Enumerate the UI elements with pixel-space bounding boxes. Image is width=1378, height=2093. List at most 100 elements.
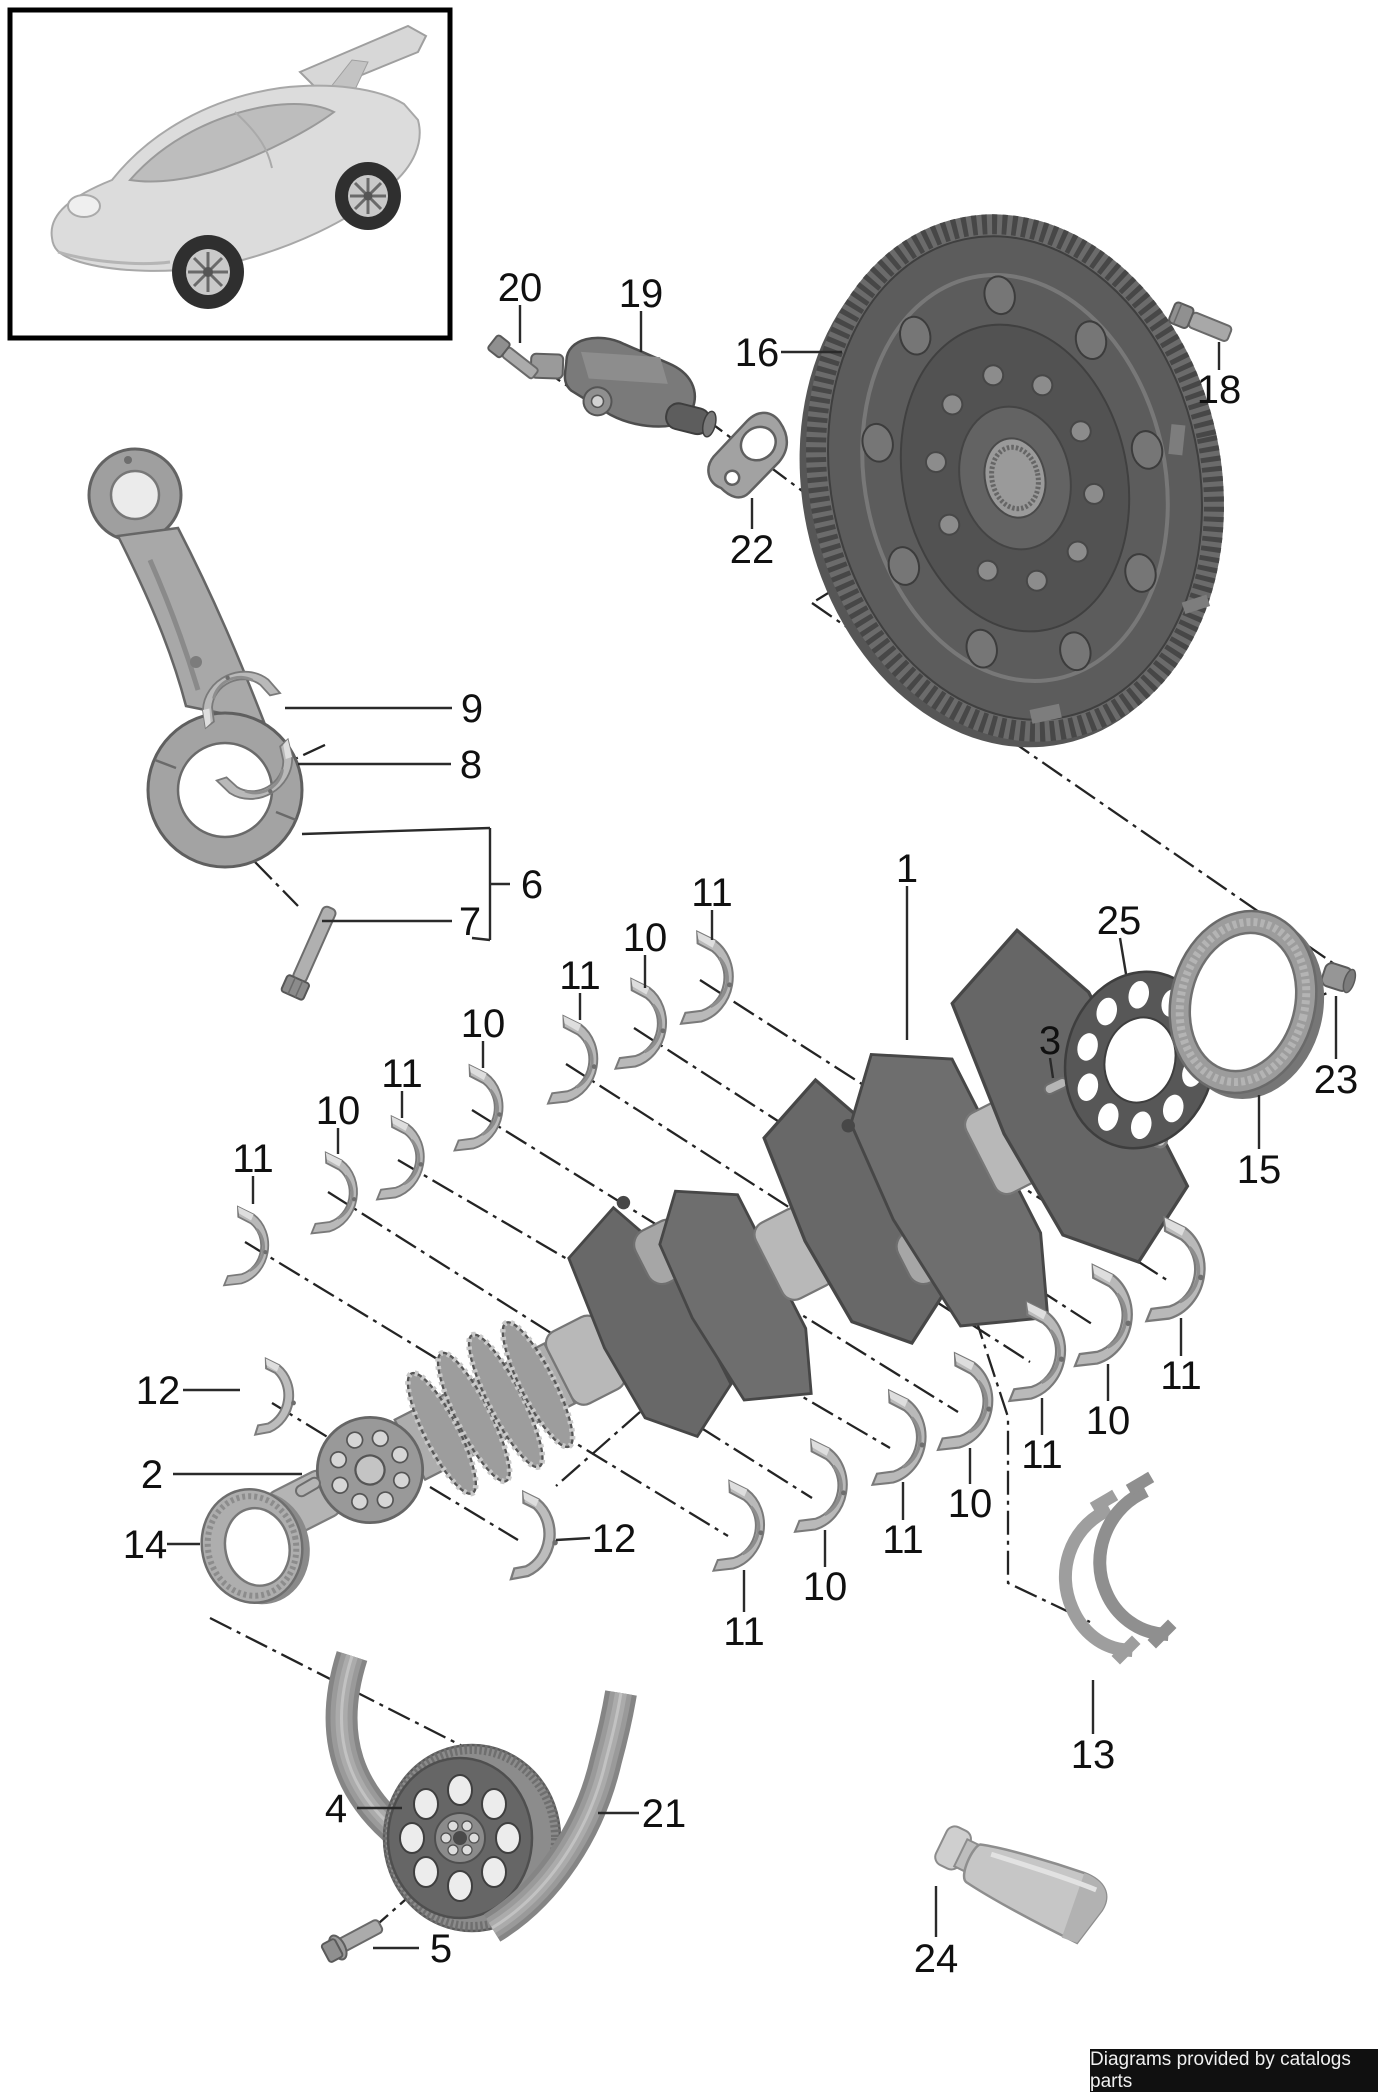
pulley-bolt <box>320 1919 384 1963</box>
callout-11: 11 <box>1021 1398 1063 1477</box>
main-bearing-shell <box>452 1063 511 1160</box>
part-number: 10 <box>316 1089 361 1133</box>
main-bearing-shell <box>936 1351 1002 1460</box>
part-number: 10 <box>623 916 668 960</box>
part-number: 6 <box>521 863 543 907</box>
shaft-seal-front <box>200 1488 310 1605</box>
crank-pulley <box>382 1743 562 1933</box>
main-bearing-shell <box>711 1479 773 1580</box>
callout-11: 11 <box>1160 1318 1202 1398</box>
leader-line <box>301 826 491 836</box>
thrust-bearing-set <box>1058 1471 1177 1665</box>
leader-line <box>471 936 491 942</box>
callout-10: 10 <box>803 1530 847 1609</box>
part-number: 22 <box>730 528 775 572</box>
callout-10: 10 <box>316 1089 361 1154</box>
callout-9: 9 <box>285 687 483 731</box>
thrust-washer-left <box>254 1357 303 1441</box>
front-hub <box>315 1415 425 1525</box>
part-number: 11 <box>691 871 733 915</box>
thrust-washer-right <box>509 1490 566 1587</box>
part-number: 12 <box>136 1369 181 1413</box>
drive-belt-right-run <box>483 1690 637 1942</box>
sensor-gasket <box>707 411 789 499</box>
part-number: 2 <box>141 1453 163 1497</box>
part-number: 10 <box>948 1482 993 1526</box>
part-number: 11 <box>1160 1354 1202 1398</box>
main-bearing-shell <box>546 1014 606 1113</box>
callout-6: 6 <box>301 826 543 942</box>
part-number: 3 <box>1039 1019 1061 1063</box>
callout-19: 19 <box>619 272 664 352</box>
part-number: 12 <box>592 1517 637 1561</box>
car-rear-wheel <box>335 162 401 230</box>
callout-21: 21 <box>598 1792 686 1836</box>
callout-10: 10 <box>1086 1364 1131 1443</box>
callout-11: 11 <box>723 1570 765 1654</box>
callout-22: 22 <box>730 498 775 572</box>
part-number: 25 <box>1097 899 1142 943</box>
part-number: 11 <box>232 1137 274 1181</box>
main-bearing-shell <box>679 930 742 1033</box>
part-number: 18 <box>1197 368 1242 412</box>
callout-16: 16 <box>735 331 842 375</box>
callout-5: 5 <box>373 1927 452 1971</box>
part-number: 1 <box>896 847 918 891</box>
callout-7: 7 <box>322 900 481 944</box>
part-number: 5 <box>430 1927 452 1971</box>
shaft-seal-rear <box>1168 909 1325 1100</box>
flywheel <box>799 214 1224 748</box>
part-number: 9 <box>461 687 483 731</box>
leader-line <box>1048 1057 1055 1079</box>
timing-sprockets <box>405 1319 576 1497</box>
callout-23: 23 <box>1314 996 1359 1102</box>
flywheel-outer-holes <box>861 275 1164 672</box>
leader-line <box>1118 937 1128 975</box>
part-number: 11 <box>723 1610 765 1654</box>
part-number: 24 <box>914 1937 959 1981</box>
callout-18: 18 <box>1197 342 1242 412</box>
main-bearing-shell <box>375 1114 432 1208</box>
callout-10: 10 <box>461 1002 505 1068</box>
callout-12: 12 <box>136 1369 240 1413</box>
part-number: 11 <box>1021 1433 1063 1477</box>
flywheel-bolt <box>1168 301 1233 342</box>
crank-position-sensor <box>529 336 717 438</box>
callout-10: 10 <box>623 916 668 988</box>
part-number: 20 <box>498 266 543 310</box>
flywheel-bolt-holes <box>924 364 1106 592</box>
leader-line <box>555 1536 591 1542</box>
credit-bar: Diagrams provided by catalogs parts <box>1090 2049 1378 2092</box>
part-number: 7 <box>459 900 481 944</box>
callout-11: 11 <box>559 954 601 1020</box>
part-number: 19 <box>619 272 664 316</box>
part-number: 11 <box>559 954 601 998</box>
part-number: 16 <box>735 331 780 375</box>
callout-25: 25 <box>1097 899 1142 975</box>
part-number: 8 <box>460 743 482 787</box>
part-callouts: 1234567891010101111111110101011111111121… <box>123 266 1359 1981</box>
main-bearing-shell <box>613 977 675 1078</box>
sealant-tube <box>934 1825 1108 1945</box>
callout-11: 11 <box>381 1052 423 1118</box>
callout-8: 8 <box>298 743 482 787</box>
callout-15: 15 <box>1237 1095 1281 1192</box>
car-illustration <box>50 24 428 309</box>
callout-12: 12 <box>555 1517 637 1561</box>
callout-11: 11 <box>232 1137 274 1204</box>
part-number: 11 <box>882 1518 924 1562</box>
callout-2: 2 <box>141 1453 302 1497</box>
callout-1: 1 <box>896 847 918 1040</box>
callout-14: 14 <box>123 1523 200 1567</box>
sealing-plug <box>1320 962 1357 994</box>
part-number: 10 <box>1086 1399 1131 1443</box>
part-number: 4 <box>325 1787 347 1831</box>
part-number: 23 <box>1314 1058 1359 1102</box>
callout-13: 13 <box>1071 1680 1115 1777</box>
sensor-bolt <box>487 334 539 380</box>
callout-11: 11 <box>882 1482 924 1562</box>
callout-11: 11 <box>691 871 733 940</box>
callout-24: 24 <box>914 1886 959 1981</box>
main-bearing-shell <box>310 1151 365 1242</box>
